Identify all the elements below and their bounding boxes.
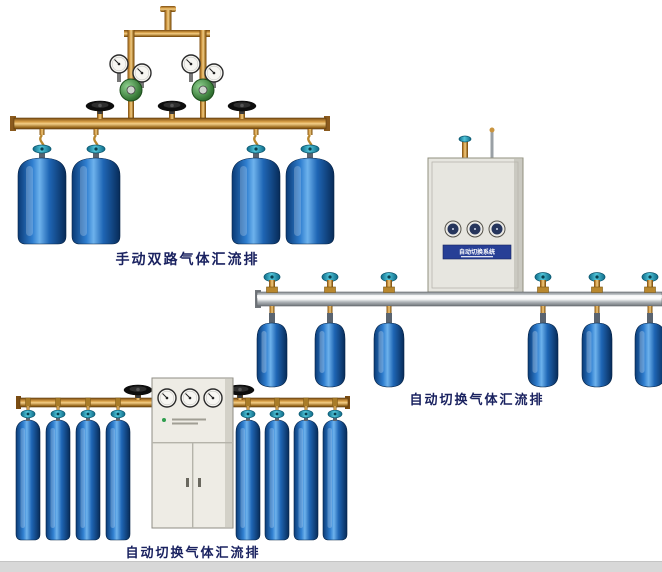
gas-cylinder [293, 419, 319, 541]
door-handle [186, 478, 189, 487]
cabinet-gauges [444, 220, 506, 238]
valve-handwheel [157, 100, 187, 115]
shutoff-valve [157, 100, 187, 119]
cylinder-station [15, 397, 41, 541]
cylinder-station [264, 397, 290, 541]
gas-cylinder [45, 419, 71, 541]
product-caption: 手动双路气体汇流排 [115, 251, 260, 267]
cabinet-nameplate-text: 自动切换系统 [459, 248, 495, 256]
pressure-gauge [203, 388, 223, 408]
cylinder-station [235, 397, 261, 541]
auto-switch-manifold-photo: 自动切换系统 [255, 127, 662, 388]
pressure-gauge [204, 63, 224, 83]
manifold-station [634, 272, 662, 388]
gas-cylinder [235, 419, 261, 541]
gas-cylinder [71, 144, 121, 245]
gas-cylinder [373, 312, 405, 388]
shutoff-valve [85, 100, 115, 119]
cylinder-station [293, 397, 319, 541]
pressure-gauge [132, 63, 152, 83]
gas-cylinder [105, 419, 131, 541]
cylinder-station [322, 397, 348, 541]
control-cabinet [151, 377, 234, 529]
door-handle [198, 478, 201, 487]
manifold-pipe [255, 290, 662, 308]
manual-dual-manifold-photo [10, 6, 335, 245]
pressure-gauge [157, 388, 177, 408]
gas-cylinder [527, 312, 559, 388]
shutoff-valve [225, 384, 255, 400]
pressure-gauge [180, 388, 200, 408]
product-caption: 自动切换气体汇流排 [125, 545, 261, 560]
valve-handwheel [123, 384, 153, 399]
cabinet-nameplate [442, 244, 512, 260]
manifold-station [314, 272, 346, 388]
pressure-gauge [181, 54, 201, 74]
regulator-station-right [181, 54, 224, 120]
manifold-station [373, 272, 405, 388]
pressure-gauge [109, 54, 129, 74]
cylinder-station [75, 397, 101, 541]
indicator-light [162, 418, 166, 422]
gas-cylinder [17, 144, 67, 245]
gas-cylinder [75, 419, 101, 541]
manifold-station [581, 272, 613, 388]
cabinet-gauges [157, 388, 223, 408]
valve-handwheel [227, 100, 257, 115]
cylinder-station [45, 397, 71, 541]
regulator-station-left [109, 54, 152, 120]
page-footer-strip [0, 561, 662, 572]
gas-cylinder [15, 419, 41, 541]
shutoff-valve [227, 100, 257, 119]
top-manifold-assembly [124, 6, 210, 82]
shutoff-valve [123, 384, 153, 400]
valve-handwheel [85, 100, 115, 115]
gas-cylinder [264, 419, 290, 541]
gas-cylinder [634, 312, 662, 388]
auto-switch-manifold-photo-2 [15, 377, 350, 541]
product-caption: 自动切换气体汇流排 [409, 392, 545, 407]
manifold-station [527, 272, 559, 388]
manifold-station [256, 272, 288, 388]
control-cabinet: 自动切换系统 [427, 127, 524, 293]
gas-cylinder [322, 419, 348, 541]
cylinder-station [105, 397, 131, 541]
gas-cylinder [581, 312, 613, 388]
